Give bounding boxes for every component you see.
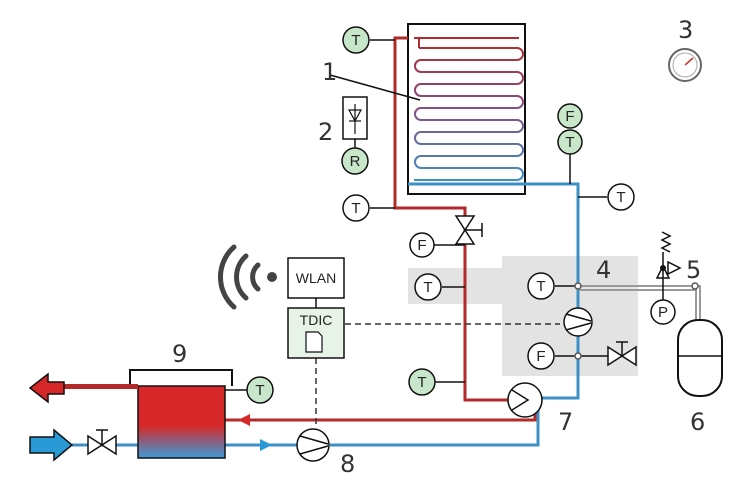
collector-coil (414, 37, 524, 181)
sensor-leaders (225, 39, 608, 391)
collector-valve (454, 215, 483, 245)
label-5: 5 (686, 256, 701, 284)
sensor-f-return: F (527, 342, 555, 370)
svg-text:T: T (616, 189, 625, 206)
sensor-f-hot-line: F (409, 232, 435, 258)
controller-2 (342, 96, 368, 140)
label-2: 2 (318, 118, 333, 146)
svg-text:F: F (565, 108, 574, 125)
svg-text:T: T (423, 279, 432, 296)
wifi-icon (218, 244, 277, 310)
gauge-icon (668, 48, 702, 82)
return-valve (607, 341, 637, 367)
wlan-label: WLAN (296, 270, 336, 286)
sensor-t-zone: T (414, 273, 442, 301)
svg-text:T: T (351, 32, 360, 49)
expansion-line (578, 285, 701, 320)
sensor-f-top: F (557, 103, 583, 129)
wlan-module: WLAN (287, 257, 345, 308)
signal-lines (315, 323, 560, 428)
svg-text:T: T (536, 278, 545, 295)
label-8: 8 (340, 450, 355, 478)
svg-text:R: R (350, 153, 361, 170)
cold-water-in-arrow (29, 428, 74, 462)
safety-valve (655, 231, 682, 286)
svg-text:F: F (536, 348, 545, 365)
label-7: 7 (558, 408, 573, 436)
sensor-t-tank: T (246, 376, 274, 404)
label-1: 1 (322, 58, 337, 86)
inlet-valve (87, 429, 117, 456)
solar-pump (563, 307, 593, 337)
svg-text:P: P (658, 304, 668, 321)
junctions (574, 282, 699, 360)
sensor-t-exchanger: T (408, 368, 436, 396)
sensor-p: P (650, 286, 676, 325)
label-3: 3 (678, 16, 693, 44)
expansion-vessel (677, 319, 723, 397)
flow-arrow-cold (260, 439, 272, 451)
sensor-t-cold-line: T (607, 183, 635, 211)
label-4: 4 (596, 256, 611, 284)
svg-text:T: T (417, 374, 426, 391)
svg-text:T: T (351, 200, 360, 217)
svg-text:T: T (565, 134, 574, 151)
tank-pump (296, 428, 330, 462)
sensor-t-pump: T (527, 272, 555, 300)
storage-tank (129, 369, 233, 459)
solar-collector (407, 23, 526, 195)
tdic-label: TDIC (300, 312, 333, 328)
hot-water-out-arrow (28, 372, 138, 404)
heat-exchanger (507, 382, 543, 418)
svg-text:F: F (417, 237, 426, 254)
flow-arrow-hot (238, 414, 250, 426)
sensor-r: R (341, 147, 369, 175)
sensor-t-top: T (557, 129, 583, 155)
sensor-t-hot-line: T (342, 194, 370, 222)
sensor-t-collector: T (342, 26, 370, 54)
label-6: 6 (690, 408, 705, 436)
svg-text:T: T (255, 382, 264, 399)
label-9: 9 (172, 340, 187, 368)
tdic-controller: TDIC (287, 307, 345, 359)
